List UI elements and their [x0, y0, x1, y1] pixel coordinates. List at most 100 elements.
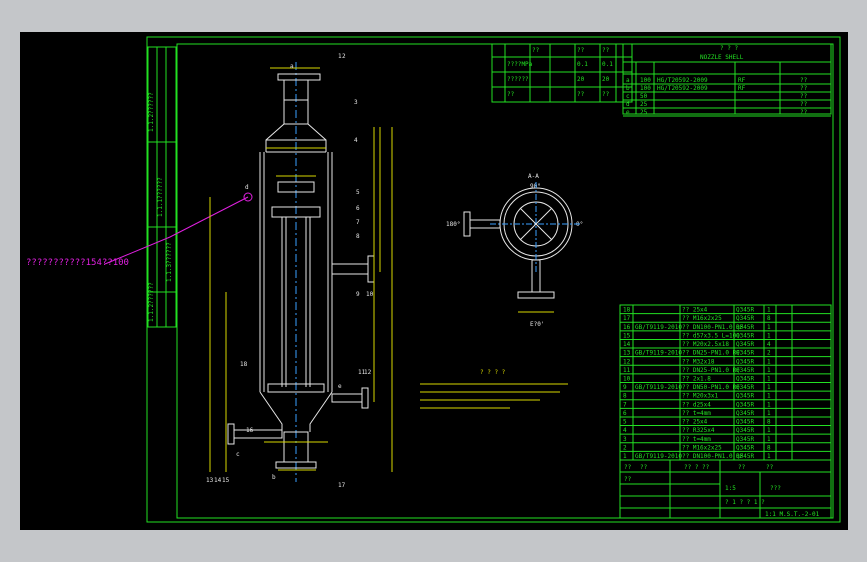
- part-balloon: 12: [364, 369, 372, 376]
- angle-left: 180°: [446, 221, 460, 228]
- bom-cell-no: 13: [623, 350, 631, 357]
- part-balloon: 2: [342, 53, 346, 60]
- bom-cell-std: GB/T9119-2010: [635, 453, 682, 460]
- bom-cell-mat: Q345R: [736, 401, 754, 408]
- bom-header-std: ??: [640, 464, 648, 471]
- notes-title: ? ? ? ?: [480, 369, 506, 376]
- bom-cell-name: ?? d57x3.5 L=100: [682, 332, 740, 339]
- design-header-1: ??: [532, 47, 540, 54]
- title-drawing-no: 1:1 M.S.T.-2-01: [765, 511, 820, 518]
- nozzle-cell-use: ??: [800, 77, 808, 84]
- bom-cell-qty: 8: [767, 419, 771, 426]
- bom-cell-qty: 1: [767, 376, 771, 383]
- nozzle-letter-c: c: [236, 451, 240, 458]
- nozzle-cell-size: 100: [640, 77, 651, 84]
- nozzle-cell-size: 50: [640, 93, 648, 100]
- bom-cell-no: 18: [623, 307, 631, 314]
- design-row2-v2: 20: [602, 76, 610, 83]
- bom-cell-name: ?? 25x4: [682, 307, 708, 314]
- design-row3-v2: ??: [602, 91, 610, 98]
- drawing-svg: 1.1.2?????? 1.1.1?????? 1.1.3?????? 1.1.…: [26, 36, 841, 523]
- design-row1-v2: 0.1: [602, 61, 613, 68]
- bom-cell-name: ?? M16x2x25: [682, 444, 722, 451]
- bom-cell-no: 3: [623, 436, 627, 443]
- strip-text-1: 1.1.2??????: [148, 92, 155, 132]
- left-strip: 1.1.2?????? 1.1.1?????? 1.1.3?????? 1.1.…: [147, 46, 177, 328]
- bom-cell-std: GB/T9119-2010: [635, 324, 682, 331]
- bom-cell-std: GB/T9119-2010: [635, 384, 682, 391]
- part-balloon: 15: [222, 477, 230, 484]
- bom-cell-std: GB/T9119-2010: [635, 350, 682, 357]
- bom-cell-name: ?? R325x4: [682, 427, 715, 434]
- part-balloon: 5: [356, 189, 360, 196]
- nozzle-cell-face: RF: [738, 85, 746, 92]
- bom-cell-no: 4: [623, 427, 627, 434]
- bom-cell-qty: 1: [767, 307, 771, 314]
- title-sheet: ? 1 ? ? 1 ?: [725, 499, 765, 506]
- bom-cell-name: ?? M20x3x1: [682, 393, 719, 400]
- dimensions: [209, 67, 393, 472]
- part-balloon: 18: [240, 361, 248, 368]
- bom-cell-no: 6: [623, 410, 627, 417]
- design-header-2: ??: [577, 47, 585, 54]
- title-scale: 1:5: [725, 485, 736, 492]
- bom-cell-mat: Q345R: [736, 307, 754, 314]
- nozzle-letter-a: a: [290, 63, 294, 70]
- bom-header-mat: ??: [738, 464, 746, 471]
- title-block: ?? ?? ?? ? ?? ?? ?? ?? ??? 1:5 ? 1 ? ? 1…: [619, 459, 832, 519]
- bom-cell-no: 7: [623, 401, 627, 408]
- bom-cell-name: ?? 25x4: [682, 419, 708, 426]
- section-a-a[interactable]: A-A 90° 0° 180° E?0': [446, 173, 583, 328]
- nozzle-cell-size: 25: [640, 101, 648, 108]
- nozzle-table-title: NOZZLE SHELL: [700, 54, 744, 61]
- part-balloon: 1: [338, 53, 342, 60]
- bom-cell-name: ?? d25x4: [682, 401, 711, 408]
- bom-cell-mat: Q345R: [736, 350, 754, 357]
- bom-cell-mat: Q345R: [736, 358, 754, 365]
- bom-cell-mat: Q345R: [736, 324, 754, 331]
- section-title: A-A: [528, 173, 539, 180]
- strip-text-2: 1.1.1??????: [157, 177, 164, 217]
- bom-cell-qty: 1: [767, 453, 771, 460]
- bom-cell-no: 11: [623, 367, 631, 374]
- bom-cell-no: 12: [623, 358, 631, 365]
- technical-notes: ? ? ? ?: [420, 369, 568, 409]
- nozzle-cell-size: 100: [640, 85, 651, 92]
- bom-cell-name: ?? DN25-PN1.0 RF: [682, 350, 740, 357]
- nozzle-cell-standard: HG/T20592-2009: [657, 85, 708, 92]
- annotation-leader[interactable]: ???????????154??100: [26, 192, 253, 268]
- bom-cell-qty: 1: [767, 436, 771, 443]
- bom-cell-qty: 1: [767, 384, 771, 391]
- part-balloon: 7: [356, 219, 360, 226]
- part-balloon: 16: [246, 427, 254, 434]
- bom-cell-mat: Q345R: [736, 453, 754, 460]
- bom-cell-name: ?? M20x2.5x18: [682, 341, 729, 348]
- part-balloon: 6: [356, 205, 360, 212]
- bom-cell-no: 14: [623, 341, 631, 348]
- part-balloon: 13: [206, 477, 214, 484]
- bom-header-qty: ??: [766, 464, 774, 471]
- cad-drawing-canvas[interactable]: 1.1.2?????? 1.1.1?????? 1.1.3?????? 1.1.…: [20, 32, 848, 530]
- bom-cell-no: 17: [623, 315, 631, 322]
- bom-cell-name: ?? DN100-PN1.0 RF: [682, 453, 744, 460]
- bom-cell-name: ?? DN50-PN1.0 RF: [682, 384, 740, 391]
- bom-cell-qty: 1: [767, 427, 771, 434]
- bom-cell-no: 1: [623, 453, 627, 460]
- design-row3-v1: ??: [577, 91, 585, 98]
- nozzle-cell-use: ??: [800, 85, 808, 92]
- bom-cell-name: ?? M16x2x25: [682, 315, 722, 322]
- part-balloon: 10: [366, 291, 374, 298]
- nozzle-letter-e: e: [338, 383, 342, 390]
- bom-cell-no: 10: [623, 376, 631, 383]
- section-e-label: E?0': [530, 321, 544, 328]
- vessel-front-view[interactable]: [227, 62, 375, 482]
- bom-cell-no: 8: [623, 393, 627, 400]
- part-balloon: 4: [354, 137, 358, 144]
- bom-cell-mat: Q345R: [736, 444, 754, 451]
- bom-cell-qty: 1: [767, 367, 771, 374]
- design-header-3: ??: [602, 47, 610, 54]
- bom-cell-qty: 2: [767, 350, 771, 357]
